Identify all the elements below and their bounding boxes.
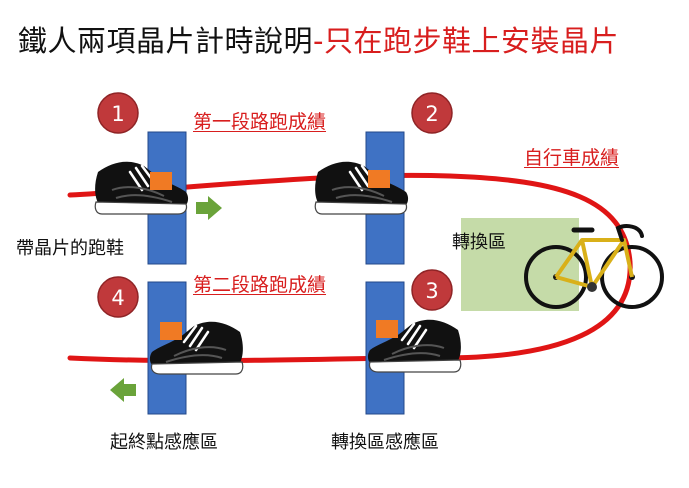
title-sub: -只在跑步鞋上安裝晶片 bbox=[313, 24, 619, 58]
marker-2: 2 bbox=[411, 92, 453, 134]
bicycle-icon bbox=[524, 224, 664, 309]
chip-icon bbox=[150, 172, 172, 190]
transition-area bbox=[461, 218, 579, 311]
title-main: 鐵人兩項晶片計時說明 bbox=[18, 24, 314, 58]
svg-text:4: 4 bbox=[111, 286, 124, 310]
chip-icon bbox=[160, 322, 182, 340]
bike-label: 自行車成績 bbox=[524, 147, 620, 169]
marker-1: 1 bbox=[97, 92, 139, 134]
diagram-title: 鐵人兩項晶片計時說明-只在跑步鞋上安裝晶片 bbox=[18, 18, 619, 60]
segment1-label: 第一段路跑成績 bbox=[193, 111, 327, 133]
chip-shoe-label: 帶晶片的跑鞋 bbox=[16, 238, 124, 259]
transition-label: 轉換區 bbox=[452, 232, 506, 253]
marker-4: 4 bbox=[97, 276, 139, 318]
svg-text:1: 1 bbox=[111, 102, 124, 126]
svg-text:2: 2 bbox=[425, 102, 438, 126]
start-finish-zone-label: 起終點感應區 bbox=[110, 432, 218, 453]
chip-icon bbox=[376, 320, 398, 338]
svg-text:3: 3 bbox=[425, 279, 438, 303]
marker-3: 3 bbox=[411, 269, 453, 311]
chip-icon bbox=[368, 170, 390, 188]
transition-zone-label: 轉換區感應區 bbox=[331, 432, 439, 453]
segment2-label: 第二段路跑成績 bbox=[193, 274, 327, 296]
arrow-right-icon bbox=[196, 196, 222, 220]
arrow-left-icon bbox=[110, 378, 136, 402]
